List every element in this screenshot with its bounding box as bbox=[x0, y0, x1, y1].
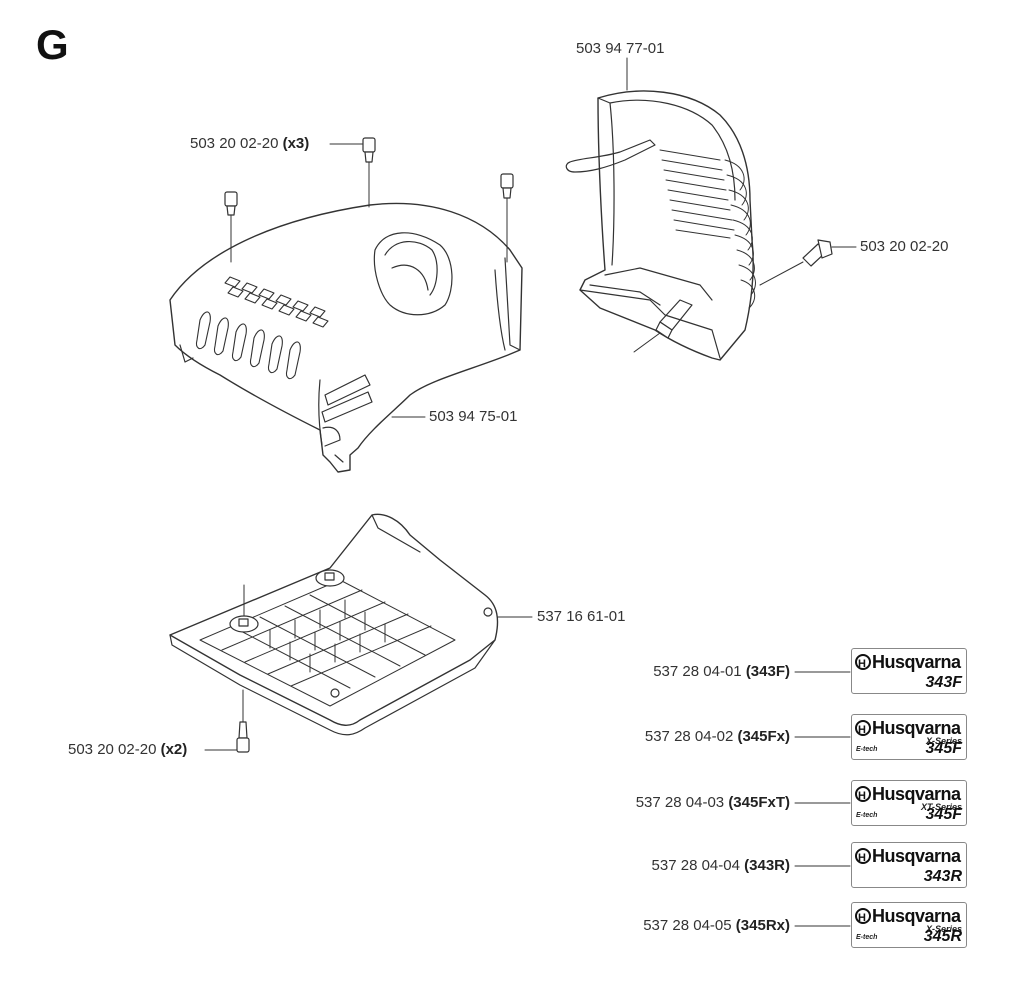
decal-345fx: Husqvarna X-Series E-tech 345F bbox=[851, 714, 967, 760]
leader-lines bbox=[204, 57, 857, 927]
brand-text: Husqvarna bbox=[872, 652, 961, 672]
model-text: 345F bbox=[925, 740, 962, 757]
rear-cover bbox=[565, 90, 756, 361]
part-number: 537 16 61-01 bbox=[537, 608, 626, 625]
series-text: X-Series bbox=[925, 924, 962, 934]
part-number: 537 28 04-04 bbox=[651, 857, 740, 874]
etech-text: E-tech bbox=[856, 934, 878, 941]
screw-center bbox=[362, 137, 376, 208]
part-number: 503 94 75-01 bbox=[429, 408, 518, 425]
model-code: (343F) bbox=[745, 663, 790, 680]
crown-emblem-icon bbox=[855, 720, 871, 740]
part-number: 537 28 04-05 bbox=[643, 917, 732, 934]
front-cylinder-cover bbox=[169, 202, 523, 473]
brand-text: Husqvarna bbox=[872, 784, 961, 804]
part-number: 537 28 04-01 bbox=[653, 663, 742, 680]
callout-decal-1: 537 28 04-01 (343F) bbox=[653, 663, 790, 681]
crown-emblem-icon bbox=[855, 786, 871, 806]
part-number: 503 20 02-20 bbox=[68, 741, 157, 758]
bottom-screw bbox=[236, 689, 250, 753]
base-plate bbox=[169, 513, 499, 736]
callout-rear-screw: 503 20 02-20 bbox=[860, 238, 948, 256]
decal-345fxt: Husqvarna XT-Series E-tech 345F bbox=[851, 780, 967, 826]
model-code: (345Rx) bbox=[735, 917, 790, 934]
model-code: (345FxT) bbox=[728, 794, 790, 811]
callout-decal-4: 537 28 04-04 (343R) bbox=[652, 857, 790, 875]
decal-343r: Husqvarna 343R bbox=[851, 842, 967, 888]
part-number: 537 28 04-02 bbox=[644, 728, 734, 745]
decal-345rx: Husqvarna X-Series E-tech 345R bbox=[851, 902, 967, 948]
callout-top-screws: 503 20 02-20 (x3) bbox=[190, 135, 309, 153]
callout-rear-cover: 503 94 77-01 bbox=[576, 40, 664, 58]
rear-side-screw bbox=[759, 239, 833, 286]
callout-decal-2: 537 28 04-02 (345Fx) bbox=[645, 728, 790, 746]
series-text: X-Series bbox=[925, 736, 962, 746]
model-text: 345R bbox=[923, 928, 962, 945]
crown-emblem-icon bbox=[855, 848, 871, 868]
callout-front-cover: 503 94 75-01 bbox=[429, 408, 517, 426]
callout-bottom-screws: 503 20 02-20 (x2) bbox=[68, 741, 187, 759]
brand-logo: Husqvarna bbox=[855, 784, 961, 806]
crown-emblem-icon bbox=[855, 654, 871, 674]
callout-base-plate: 537 16 61-01 bbox=[537, 608, 625, 626]
brand-text: Husqvarna bbox=[872, 906, 961, 926]
brand-logo: Husqvarna bbox=[855, 846, 961, 868]
brand-logo: Husqvarna bbox=[855, 652, 961, 674]
brand-text: Husqvarna bbox=[872, 718, 961, 738]
part-number: 503 94 77-01 bbox=[576, 40, 665, 57]
etech-text: E-tech bbox=[856, 812, 878, 819]
model-code: (343R) bbox=[744, 857, 790, 874]
screw-left bbox=[224, 191, 238, 263]
quantity: (x2) bbox=[160, 741, 188, 758]
crown-emblem-icon bbox=[855, 908, 871, 928]
part-number: 503 20 02-20 bbox=[860, 238, 949, 255]
part-number: 503 20 02-20 bbox=[190, 135, 279, 152]
model-code: (345Fx) bbox=[737, 728, 790, 745]
section-letter: G bbox=[36, 21, 69, 68]
top-screws bbox=[224, 137, 514, 263]
decal-343f: Husqvarna 343F bbox=[851, 648, 967, 694]
brand-text: Husqvarna bbox=[872, 846, 961, 866]
screw-right bbox=[500, 173, 514, 263]
series-text: XT-Series bbox=[920, 802, 962, 812]
callout-decal-5: 537 28 04-05 (345Rx) bbox=[643, 917, 790, 935]
part-number: 537 28 04-03 bbox=[635, 794, 725, 811]
model-text: 343R bbox=[923, 868, 962, 885]
model-text: 343F bbox=[925, 674, 962, 691]
callout-decal-3: 537 28 04-03 (345FxT) bbox=[636, 794, 790, 812]
brand-logo: Husqvarna bbox=[855, 718, 961, 740]
brand-logo: Husqvarna bbox=[855, 906, 961, 928]
etech-text: E-tech bbox=[856, 746, 878, 753]
model-text: 345F bbox=[925, 806, 962, 823]
quantity: (x3) bbox=[282, 135, 310, 152]
